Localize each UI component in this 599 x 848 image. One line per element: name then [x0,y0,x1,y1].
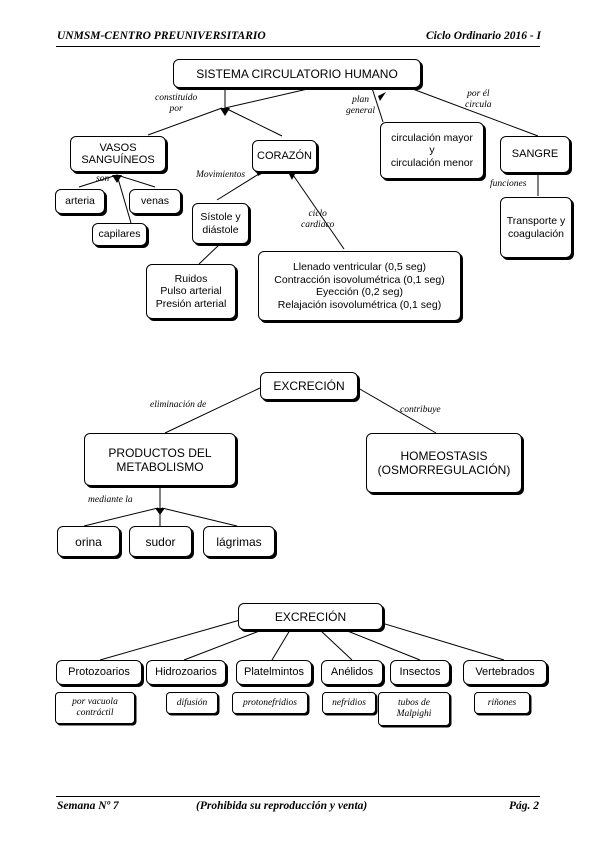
orina-box: orina [57,526,120,557]
label-son: son [96,174,110,184]
organ-hidrozoarios: difusión [166,692,218,714]
sistole-box: Sístole y diástole [192,203,249,244]
label-contribuye: contribuye [400,405,441,415]
header-right: Ciclo Ordinario 2016 - I [425,30,541,42]
label-ciclo: ciclo cardiaco [301,209,335,230]
label-movimientos: Movimientos [196,170,246,180]
organ-insectos: tubos de Malpighi [378,692,450,726]
footer-left: Semana Nº 7 [57,800,119,812]
group-vertebrados: Vertebrados [463,660,547,685]
venas-box: venas [129,189,181,214]
organ-vertebrados: riñones [474,692,530,714]
vasos-box: VASOS SANGUÍNEOS [70,136,166,172]
label-constituido: constituido por [155,93,198,114]
group-anelidos: Anélidos [321,660,383,685]
excretion-root-2: EXCRECIÓN [238,603,383,630]
transporte-box: Transporte y coagulación [500,197,572,258]
footer-rule [56,796,540,797]
label-eliminacion: eliminación de [150,400,207,410]
group-insectos: Insectos [390,660,450,685]
header-rule [56,46,540,47]
footer-right: Pág. 2 [508,800,539,812]
sangre-box: SANGRE [500,136,570,173]
lagrimas-box: lágrimas [203,526,275,557]
circulatory-root: SISTEMA CIRCULATORIO HUMANO [173,59,421,88]
ciclo-cardiaco-box: Llenado ventricular (0,5 seg) Contracció… [258,251,461,321]
arteria-box: arteria [55,189,105,214]
circulacion-box: circulación mayor y circulación menor [380,122,484,179]
group-hidrozoarios: Hidrozoarios [146,660,226,685]
productos-box: PRODUCTOS DEL METABOLISMO [84,433,236,486]
label-funciones: funciones [490,179,527,189]
organ-anelidos: nefridios [322,692,376,714]
capilares-box: capilares [92,223,147,246]
footer-center: (Prohibida su reproducción y venta) [196,800,368,812]
homeostasis-box: HOMEOSTASIS (OSMORREGULACIÓN) [366,433,522,493]
organ-protozoarios: por vacuola contráctil [55,692,135,724]
ruidos-box: Ruidos Pulso arterial Presión arterial [146,264,236,319]
excretion-root-1: EXCRECIÓN [260,372,358,400]
label-mediante: mediante la [88,495,133,505]
label-plan-general: plan general [346,95,376,116]
corazon-box: CORAZÓN [252,140,317,172]
label-por-el-circula: por él circula [465,89,492,110]
organ-platelmintos: protonefridios [232,692,308,714]
sudor-box: sudor [129,526,192,557]
group-protozoarios: Protozoarios [56,660,142,685]
group-platelmintos: Platelmintos [236,660,312,685]
header-left: UNMSM-CENTRO PREUNIVERSITARIO [57,30,266,42]
